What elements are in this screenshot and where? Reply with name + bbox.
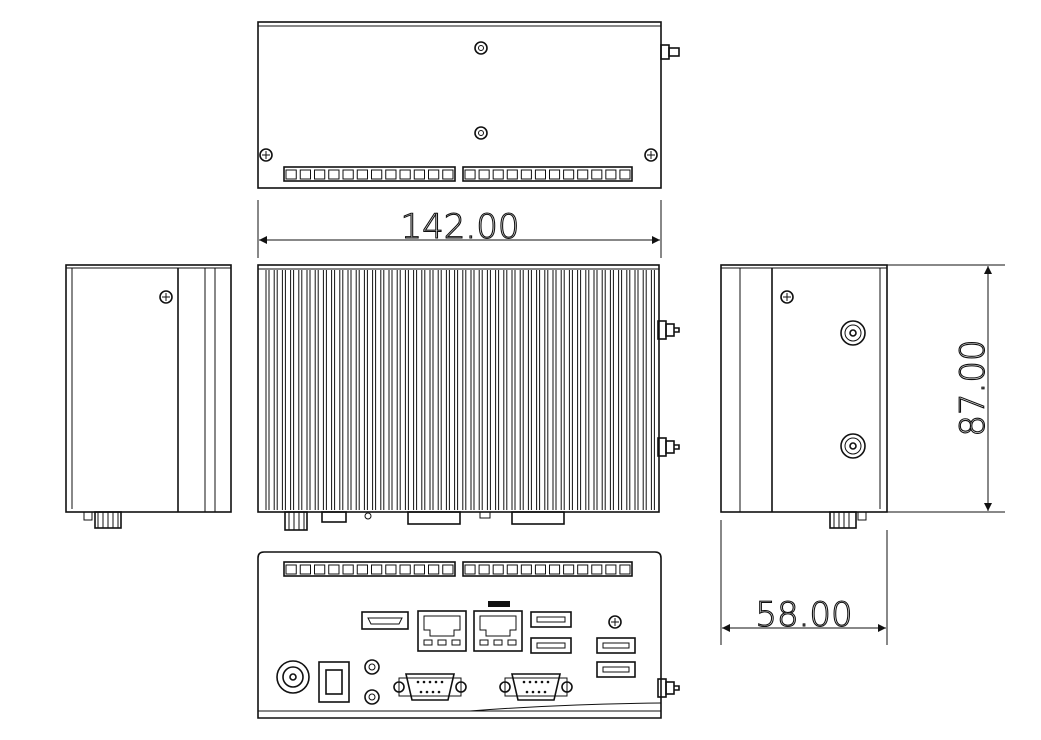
depth-dimension-label: 58.00 bbox=[755, 595, 852, 635]
sma-connector-icon bbox=[840, 433, 866, 459]
serial-port-icon bbox=[393, 673, 467, 701]
usb-port-icon bbox=[596, 637, 636, 654]
screw-icon bbox=[259, 148, 273, 162]
sma-connector-icon bbox=[840, 320, 866, 346]
left-side-view bbox=[65, 264, 232, 529]
antenna-connector-icon bbox=[657, 437, 680, 457]
width-dimension-label: 142.00 bbox=[401, 207, 520, 247]
width-dimension: 142.00 bbox=[257, 200, 662, 258]
screw-icon bbox=[159, 290, 173, 304]
antenna-connector-icon bbox=[657, 320, 680, 340]
lan-port-icon bbox=[417, 610, 467, 652]
front-view bbox=[257, 264, 680, 531]
terminal-block bbox=[283, 561, 633, 577]
top-view bbox=[257, 21, 680, 189]
terminal-block bbox=[283, 166, 633, 182]
hdmi-port-icon bbox=[361, 611, 409, 630]
usb-port-icon bbox=[530, 611, 572, 628]
right-side-view bbox=[720, 264, 888, 529]
usb-port-icon bbox=[596, 661, 636, 678]
lan-port-icon bbox=[473, 601, 523, 652]
serial-port-icon bbox=[499, 673, 573, 701]
height-dimension: 87.00 bbox=[887, 264, 1005, 513]
power-switch-icon bbox=[318, 661, 350, 703]
led-indicator-icon bbox=[364, 659, 380, 675]
usb-port-icon bbox=[530, 637, 572, 654]
power-jack-icon bbox=[276, 660, 310, 694]
screw-icon bbox=[780, 290, 794, 304]
height-dimension-label: 87.00 bbox=[953, 339, 993, 436]
screw-icon bbox=[644, 148, 658, 162]
screw-icon bbox=[608, 615, 622, 629]
led-indicator-icon bbox=[364, 689, 380, 705]
depth-dimension: 58.00 bbox=[720, 520, 888, 645]
io-panel-view bbox=[257, 551, 680, 719]
